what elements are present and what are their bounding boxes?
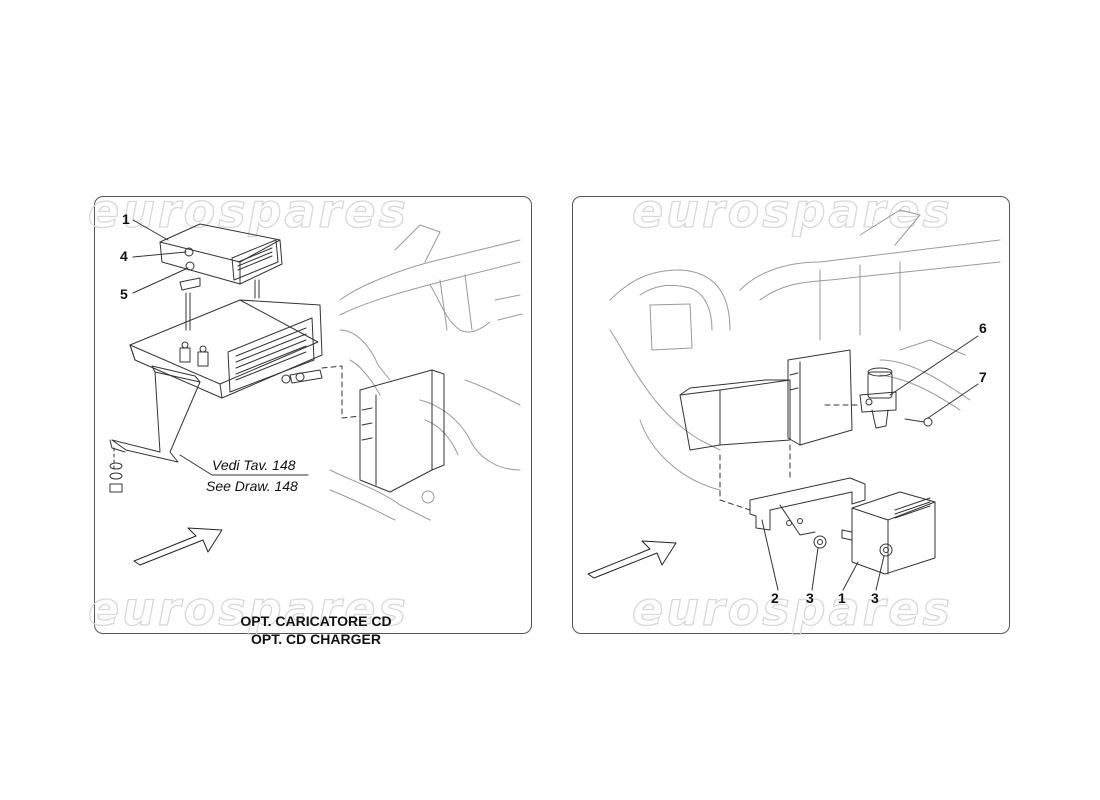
mounting-bracket-left [359, 369, 445, 493]
assembly-lines-left [321, 365, 361, 419]
direction-arrow-left [133, 527, 223, 566]
sensor-unit [859, 367, 897, 429]
controller-unit-left [159, 223, 283, 291]
callout-number: 5 [120, 286, 128, 302]
screw-right [904, 417, 933, 427]
leader-lines-right [761, 335, 979, 591]
fastener-stack-left [109, 447, 123, 493]
caption-italian: OPT. CARICATORE CD [240, 613, 392, 629]
callout-number: 7 [979, 369, 987, 385]
support-strap-left [109, 365, 201, 463]
caption-english: OPT. CD CHARGER [251, 631, 381, 647]
callout-number: 3 [806, 590, 814, 606]
callout-number: 3 [871, 590, 879, 606]
callout-number: 1 [122, 211, 130, 227]
mounting-bracket-right [787, 349, 853, 446]
direction-arrow-right [587, 540, 677, 579]
reference-note-italian: Vedi Tav. 148 [212, 457, 296, 473]
callout-number: 4 [120, 248, 128, 264]
nut-right-b [879, 543, 893, 557]
option-caption: OPT. CARICATORE CD OPT. CD CHARGER [206, 612, 426, 648]
nut-right-a [813, 535, 827, 549]
watermark-logo: eurospares [631, 183, 953, 238]
controller-unit-right [841, 491, 936, 575]
callout-number: 1 [838, 590, 846, 606]
lower-bracket-right [749, 477, 866, 536]
reference-note-english: See Draw. 148 [206, 478, 298, 494]
callout-number: 6 [979, 320, 987, 336]
left-diagram-panel [94, 196, 532, 634]
watermark-logo: eurospares [87, 581, 409, 636]
crossbeam-right [679, 379, 791, 451]
car-body-outline-left [329, 224, 523, 521]
watermark-logo: eurospares [631, 581, 953, 636]
car-body-outline-right [609, 209, 1001, 491]
cd-charger-unit [129, 299, 323, 399]
mounting-studs-left [185, 279, 323, 384]
watermark-logo: eurospares [87, 183, 409, 238]
leader-lines-left [132, 219, 309, 476]
callout-number: 2 [771, 590, 779, 606]
assembly-lines-right [719, 404, 861, 511]
